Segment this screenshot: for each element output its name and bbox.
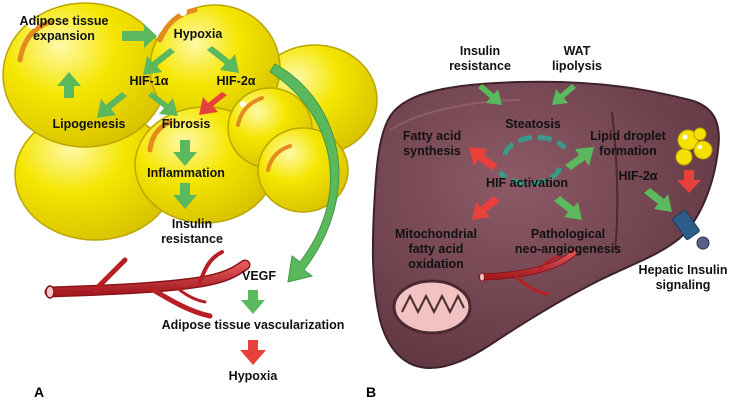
adipocyte-cluster [2, 2, 378, 241]
green-arrow-down [173, 183, 197, 209]
label-line: resistance [161, 232, 223, 246]
label-insulin-resistance-b: Insulin resistance [449, 44, 511, 74]
adipocyte-nucleus [236, 96, 264, 127]
label-adipose-expansion: Adipose tissue expansion [20, 14, 109, 44]
label-line: WAT [563, 44, 591, 58]
label-lipogenesis: Lipogenesis [52, 117, 126, 131]
green-arrow-right [122, 24, 157, 48]
red-arrow-down [677, 170, 701, 193]
label-line: Insulin [459, 44, 501, 58]
label-fibrosis: Fibrosis [161, 117, 211, 131]
label-inflammation: Inflammation [147, 166, 225, 180]
green-arrow-down-left [143, 48, 175, 75]
label-line: synthesis [403, 144, 461, 158]
adipocyte-nucleus [266, 144, 292, 172]
label-line: expansion [33, 29, 95, 43]
circular-arrow [502, 134, 567, 156]
label-line: neo-angiogenesis [514, 242, 622, 256]
label-line: Mitochondrial [395, 227, 477, 241]
label-mito-oxidation: Mitochondrial fatty acid oxidation [395, 227, 477, 272]
green-arrow-down-right [207, 46, 239, 73]
adipocyte-nucleus [157, 7, 198, 43]
label-fatty-acid-synthesis: Fatty acid synthesis [403, 129, 461, 159]
label-line: Pathological [530, 227, 606, 241]
label-line: Hepatic Insulin [638, 263, 728, 277]
green-arrow-down-left [97, 92, 127, 118]
green-arrow-down-right [478, 84, 502, 105]
adipocyte-nucleus [17, 19, 53, 63]
lipid-droplets [675, 127, 713, 166]
highlight [240, 101, 246, 107]
circular-arrow [498, 166, 563, 186]
label-line: fatty acid [408, 242, 464, 256]
green-arrow-down [173, 140, 197, 166]
label-neo-angiogenesis: Pathological neo-angiogenesis [515, 227, 621, 257]
label-line: resistance [449, 59, 511, 73]
label-hypoxia-top: Hypoxia [173, 27, 223, 41]
label-hif2a-a: HIF-2α [216, 74, 256, 88]
green-curved-arrow [269, 63, 340, 283]
green-arrow-down-right [554, 196, 582, 220]
highlight [179, 8, 187, 16]
label-line: signaling [655, 278, 711, 292]
label-steatosis: Steatosis [505, 117, 561, 131]
blood-vessel-a [44, 250, 251, 319]
label-line: lipolysis [551, 59, 603, 73]
label-hif-activation: HIF activation [486, 176, 568, 190]
label-wat-lipolysis: WAT lipolysis [552, 44, 602, 74]
label-insulin-resistance-a: Insulin resistance [161, 217, 223, 247]
label-hif2a-b: HIF-2α [618, 169, 658, 183]
label-line: Insulin [171, 217, 213, 231]
label-vascularization: Adipose tissue vascularization [161, 318, 345, 332]
blood-vessel-b [478, 248, 579, 296]
insulin-receptor-icon [672, 210, 710, 250]
panel-letter-b: B [366, 384, 377, 400]
panel-a-arrows [57, 24, 340, 365]
green-arrow-down-right [148, 92, 178, 116]
label-line: oxidation [408, 257, 464, 271]
label-line: Lipid droplet [590, 129, 666, 143]
label-line: Fatty acid [402, 129, 462, 143]
green-arrow-down-right [644, 188, 672, 212]
mitochondrion-icon [392, 279, 472, 335]
red-arrow-down-left [472, 196, 500, 220]
label-hypoxia-bottom: Hypoxia [228, 369, 278, 383]
label-hif1a-a: HIF-1α [129, 74, 169, 88]
label-line: Adipose tissue [19, 14, 109, 28]
panel-b-arrows [469, 84, 701, 220]
red-arrow-up-left [469, 147, 498, 170]
green-arrow-up-right [565, 147, 594, 170]
green-arrow-down [241, 290, 265, 314]
highlight [27, 19, 37, 29]
label-vegf: VEGF [241, 269, 277, 283]
red-arrow-down-left [199, 92, 227, 115]
adipocyte-nucleus [147, 119, 173, 153]
panel-letter-a: A [34, 384, 45, 400]
green-arrow-down-left [552, 84, 576, 105]
red-arrow-down [240, 340, 266, 365]
label-hepatic-insulin-signaling: Hepatic Insulin signaling [639, 263, 728, 293]
label-line: formation [599, 144, 657, 158]
green-arrow-up [57, 72, 81, 98]
label-lipid-droplet-formation: Lipid droplet formation [590, 129, 666, 159]
